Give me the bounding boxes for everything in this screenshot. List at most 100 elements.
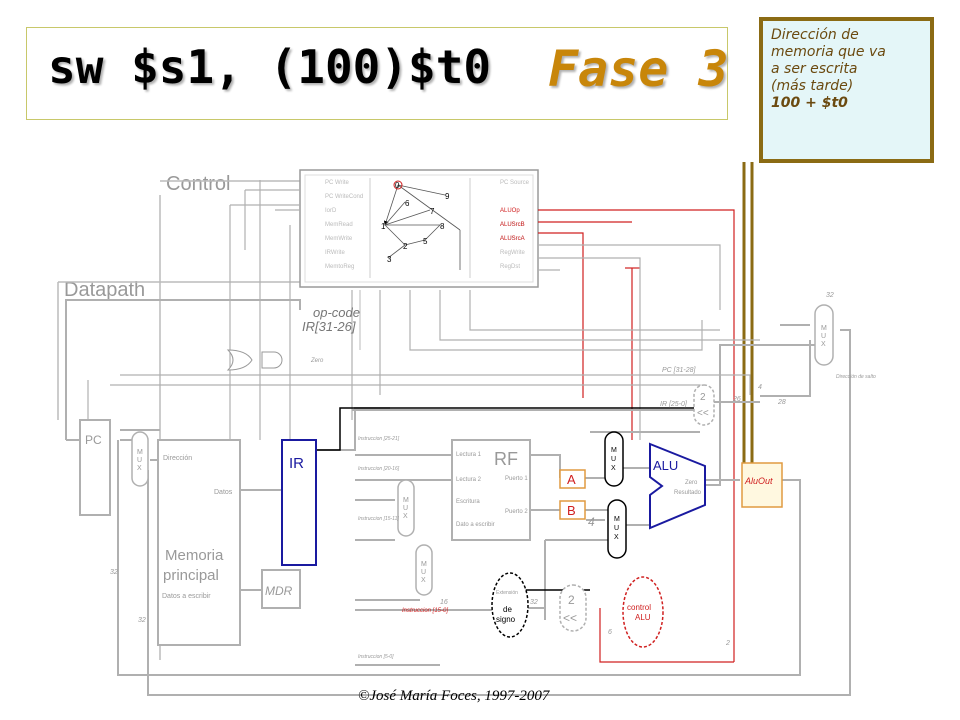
ctrl-sig-right-5: RegDst [500,264,520,270]
ir-label: IR [289,455,304,472]
mem-direccion: Dirección [163,455,192,462]
shl-br-op: << [563,611,577,625]
mem-title-1: Memoria [165,547,224,564]
ctrl-sig-alusrcb: ALUSrcB [500,222,525,228]
register-file: RF Lectura 1 Lectura 2 Escritura Dato a … [451,439,531,541]
w-32-ext: 32 [530,599,538,606]
rf-label: RF [494,449,518,469]
memory-address-callout: Dirección de memoria que va a ser escrit… [759,17,934,163]
ctrl-sig-left-5: IRWrite [325,250,345,256]
callout-line-3: a ser escrita [771,61,858,77]
w-16: 16 [440,599,448,606]
ext-1: Extensión [496,590,518,596]
mux-pc-m: M [137,449,143,456]
ctrl-sig-right-4: RegWrite [500,250,526,256]
state-3: 3 [387,255,392,264]
mux-pc-u: U [137,457,142,464]
reg-a-label: A [567,472,576,487]
ctrl-sig-left-4: MemWrite [325,236,353,242]
mux-memtoreg-u: U [421,569,426,576]
ctrl-sig-left-3: MemRead [325,222,353,228]
mux-regdst-x: X [403,513,408,520]
instr-15-11: Instruccion [15-11] [358,516,399,522]
ir-25-0: IR [25-0] [660,401,688,408]
w-32-top: 32 [826,292,834,299]
mux-pcsrc-m: M [821,325,827,332]
mux-b-m: M [614,516,620,523]
aluctrl-2: ALU [635,613,651,622]
instr-5-0: Instruccion [5-0] [358,654,394,660]
ctrl-sig-right-3: ALUSrcA [500,236,525,242]
instr-20-16: Instruccion [20-16] [358,466,400,472]
register-a: A [559,469,586,489]
aluout-register: AluOut [741,462,783,508]
mdr-label: MDR [265,584,293,598]
main-memory: Dirección Datos Memoria principal Datos … [157,439,241,646]
ext-3: signo [496,615,516,624]
callout-line-2: memoria que va [771,44,886,60]
ctrl-sig-left-1: PC WriteCond [325,194,363,200]
opcode-label-2: IR[31-26] [302,319,356,334]
alu: ALU Zero Resultado [649,442,706,530]
alu-zero: Zero [685,480,698,486]
state-0: 0 [395,181,400,190]
rf-lectura2: Lectura 2 [456,477,482,483]
mem-datos-escribir: Datos a escribir [162,593,211,600]
opcode-label-1: op-code [313,305,360,320]
alu-label: ALU [653,458,678,473]
callout-pointer [742,162,754,466]
shl-br-2: 2 [568,593,575,607]
mux-memtoreg-m: M [421,561,427,568]
mux-regdst-u: U [403,505,408,512]
state-9: 9 [445,192,450,201]
w-28: 28 [777,399,786,406]
state-2: 2 [403,242,408,251]
w-32-left: 32 [110,569,118,576]
copyright-footer: ©José María Foces, 1997-2007 [358,688,550,704]
mux-pcsrc-u: U [821,333,826,340]
instr-25-21: Instruccion [25-21] [358,436,400,442]
shift-left-jump: 2 << [693,384,715,426]
rf-dato-escribir: Dato a escribir [456,522,495,528]
rf-puerto2: Puerto 2 [505,509,528,515]
mux-pc: M U X [131,431,149,487]
state-8: 8 [440,222,445,231]
ctrl-sig-left-6: MemtoReg [325,264,354,270]
phase-title: Fase 3 [548,40,729,98]
control-label: Control [166,173,230,195]
title-box [26,27,728,120]
w-6: 6 [608,629,612,636]
shl-jump-op: << [697,408,709,419]
aluout-label: AluOut [744,476,773,486]
mem-datos: Datos [214,489,233,496]
mux-alusrca: M U X [604,431,624,487]
aluctrl-1: control [627,603,651,612]
alu-control: control ALU [622,576,664,648]
branch-gates [226,349,283,371]
alu-resultado: Resultado [674,490,702,496]
dir-salto: Dirección de salto [836,374,876,380]
mux-a-u: U [611,456,616,463]
mux-memtoreg: M U X [415,544,433,596]
state-6: 6 [405,199,410,208]
ctrl-sig-left-2: IorD [325,208,337,214]
pc-label: PC [85,433,102,447]
pc-31-28: PC [31-28] [662,367,697,374]
mux-alusrcb: M U X [607,499,627,559]
red-control-lines [538,209,735,663]
w-32-left2: 32 [138,617,146,624]
instr-15-0: Instruccion [15-0] [402,608,448,614]
shift-left-branch: 2 << [559,584,587,632]
mux-a-x: X [611,465,616,472]
mdr-register: MDR [261,569,301,609]
rf-lectura1: Lectura 1 [456,452,482,458]
ctrl-sig-right-2: ALUSrcB [500,222,525,228]
zero-signal-label: Zero [310,358,324,364]
mem-title-2: principal [163,567,219,584]
rf-escritura: Escritura [456,499,480,505]
callout-bold-line: 100 + $t0 [771,95,848,111]
datapath-wires [65,299,851,696]
callout-line-1: Dirección de [771,27,859,43]
datapath-label: Datapath [64,279,145,301]
state-7: 7 [430,207,435,216]
